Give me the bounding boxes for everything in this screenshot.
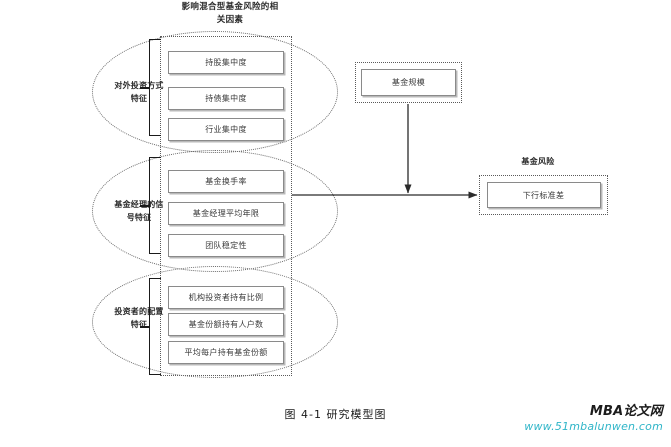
group-label-investor-allocation-line-2: 特征 bbox=[130, 320, 148, 329]
figure-caption: 图 4-1 研究模型图 bbox=[284, 408, 387, 421]
factor-box-stock-concentration: 持股集中度 bbox=[168, 51, 284, 74]
group-bracket-tick-3 bbox=[140, 326, 149, 328]
factor-box-bond-concentration: 持债集中度 bbox=[168, 87, 284, 110]
watermark: MBA论文网 www.51mbalunwen.com bbox=[524, 404, 663, 434]
factor-box-institutional-holding-ratio: 机构投资者持有比例 bbox=[168, 286, 284, 309]
group-ellipse-investor-allocation bbox=[92, 266, 338, 378]
group-label-investment-style: 对外投资方式 特征 bbox=[96, 79, 182, 105]
factor-box-industry-concentration: 行业集中度 bbox=[168, 118, 284, 141]
outcome-title: 基金风险 bbox=[521, 157, 555, 166]
moderator-box-fund-scale: 基金规模 bbox=[361, 69, 456, 96]
group-label-investor-allocation: 投资者的配置 特征 bbox=[96, 305, 182, 331]
group-label-investment-style-line-2: 特征 bbox=[130, 94, 148, 103]
factor-box-holder-count: 基金份额持有人户数 bbox=[168, 313, 284, 336]
group-bracket-tick-2 bbox=[140, 205, 149, 207]
diagram-title-line-1: 影响混合型基金风险的相 bbox=[181, 2, 279, 12]
group-label-manager-signal: 基金经理的信 号特征 bbox=[96, 198, 182, 224]
group-bracket-3 bbox=[149, 278, 161, 375]
group-bracket-tick-1 bbox=[140, 87, 149, 89]
diagram-title: 影响混合型基金风险的相 关因素 bbox=[150, 1, 310, 27]
group-bracket-1 bbox=[149, 39, 161, 136]
diagram-title-line-2: 关因素 bbox=[216, 15, 244, 25]
moderator-container: 基金规模 bbox=[355, 62, 462, 103]
group-label-investor-allocation-line-1: 投资者的配置 bbox=[114, 307, 164, 316]
group-label-investment-style-line-1: 对外投资方式 bbox=[114, 81, 164, 90]
outcome-box-downside-deviation: 下行标准差 bbox=[486, 182, 601, 208]
factor-box-manager-avg-tenure: 基金经理平均年限 bbox=[168, 202, 284, 225]
factor-box-avg-shares-per-holder: 平均每户持有基金份额 bbox=[168, 341, 284, 364]
factor-box-fund-turnover: 基金换手率 bbox=[168, 170, 284, 193]
watermark-brand: MBA论文网 bbox=[589, 404, 663, 419]
group-bracket-2 bbox=[149, 157, 161, 254]
factor-box-team-stability: 团队稳定性 bbox=[168, 234, 284, 257]
watermark-url: www.51mbalunwen.com bbox=[524, 420, 663, 433]
outcome-container: 下行标准差 bbox=[479, 175, 608, 215]
group-label-manager-signal-line-2: 号特征 bbox=[126, 213, 152, 222]
group-label-manager-signal-line-1: 基金经理的信 bbox=[114, 200, 164, 209]
